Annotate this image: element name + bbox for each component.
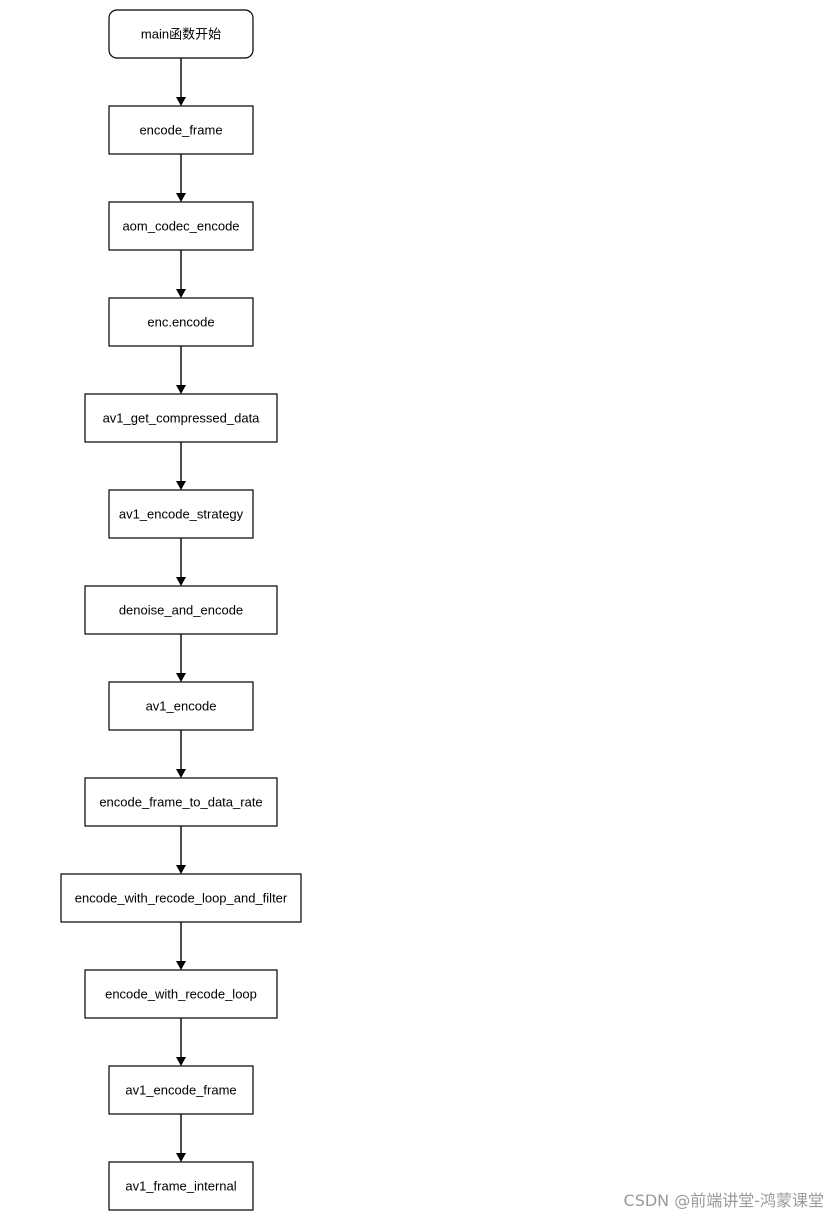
- node-n12: av1_frame_internal: [108, 1161, 254, 1211]
- arrowhead-icon: [176, 769, 186, 778]
- node-n8: encode_frame_to_data_rate: [84, 777, 278, 827]
- node-n10: encode_with_recode_loop: [84, 969, 278, 1019]
- node-label: av1_get_compressed_data: [103, 411, 261, 426]
- edge-n1-n2: [176, 154, 186, 202]
- node-n5: av1_encode_strategy: [108, 489, 254, 539]
- node-label: main函数开始: [141, 27, 221, 42]
- node-box: [84, 393, 278, 443]
- arrowhead-icon: [176, 97, 186, 106]
- node-box: [84, 777, 278, 827]
- edge-n0-n1: [176, 58, 186, 106]
- arrowhead-icon: [176, 961, 186, 970]
- node-label: av1_encode: [146, 699, 217, 714]
- node-n1: encode_frame: [108, 105, 254, 155]
- node-label: encode_with_recode_loop_and_filter: [75, 891, 288, 906]
- edge-n9-n10: [176, 922, 186, 970]
- node-n7: av1_encode: [108, 681, 254, 731]
- node-box: [108, 681, 254, 731]
- edge-n5-n6: [176, 538, 186, 586]
- node-box: [108, 1065, 254, 1115]
- arrowhead-icon: [176, 673, 186, 682]
- node-box: [108, 105, 254, 155]
- node-n4: av1_get_compressed_data: [84, 393, 278, 443]
- edge-n11-n12: [176, 1114, 186, 1162]
- arrowhead-icon: [176, 1153, 186, 1162]
- node-box: [108, 9, 254, 59]
- edge-n10-n11: [176, 1018, 186, 1066]
- edge-n8-n9: [176, 826, 186, 874]
- node-label: av1_frame_internal: [125, 1179, 236, 1194]
- arrowhead-icon: [176, 481, 186, 490]
- arrowhead-icon: [176, 577, 186, 586]
- node-label: av1_encode_frame: [125, 1083, 236, 1098]
- node-label: av1_encode_strategy: [119, 507, 244, 522]
- node-box: [108, 489, 254, 539]
- edge-n3-n4: [176, 346, 186, 394]
- edge-n7-n8: [176, 730, 186, 778]
- arrowhead-icon: [176, 289, 186, 298]
- node-n2: aom_codec_encode: [108, 201, 254, 251]
- edge-n4-n5: [176, 442, 186, 490]
- node-label: aom_codec_encode: [122, 219, 239, 234]
- node-label: encode_frame_to_data_rate: [99, 795, 262, 810]
- node-box: [108, 201, 254, 251]
- arrowhead-icon: [176, 865, 186, 874]
- node-box: [108, 1161, 254, 1211]
- arrowhead-icon: [176, 385, 186, 394]
- node-label: encode_frame: [139, 123, 222, 138]
- node-n11: av1_encode_frame: [108, 1065, 254, 1115]
- node-n9: encode_with_recode_loop_and_filter: [60, 873, 302, 923]
- node-n6: denoise_and_encode: [84, 585, 278, 635]
- node-box: [84, 585, 278, 635]
- arrowhead-icon: [176, 193, 186, 202]
- edge-n6-n7: [176, 634, 186, 682]
- node-box: [84, 969, 278, 1019]
- flowchart-nodes: main函数开始 encode_frame aom_codec_encode enc.…: [60, 9, 302, 1211]
- csdn-watermark: CSDN @前端讲堂-鸿蒙课堂: [623, 1191, 824, 1210]
- node-label: enc.encode: [147, 315, 214, 330]
- node-box: [60, 873, 302, 923]
- arrowhead-icon: [176, 1057, 186, 1066]
- edge-n2-n3: [176, 250, 186, 298]
- node-n0: main函数开始: [108, 9, 254, 59]
- node-label: denoise_and_encode: [119, 603, 243, 618]
- node-label: encode_with_recode_loop: [105, 987, 257, 1002]
- node-box: [108, 297, 254, 347]
- node-n3: enc.encode: [108, 297, 254, 347]
- flowchart-edges: [176, 58, 186, 1162]
